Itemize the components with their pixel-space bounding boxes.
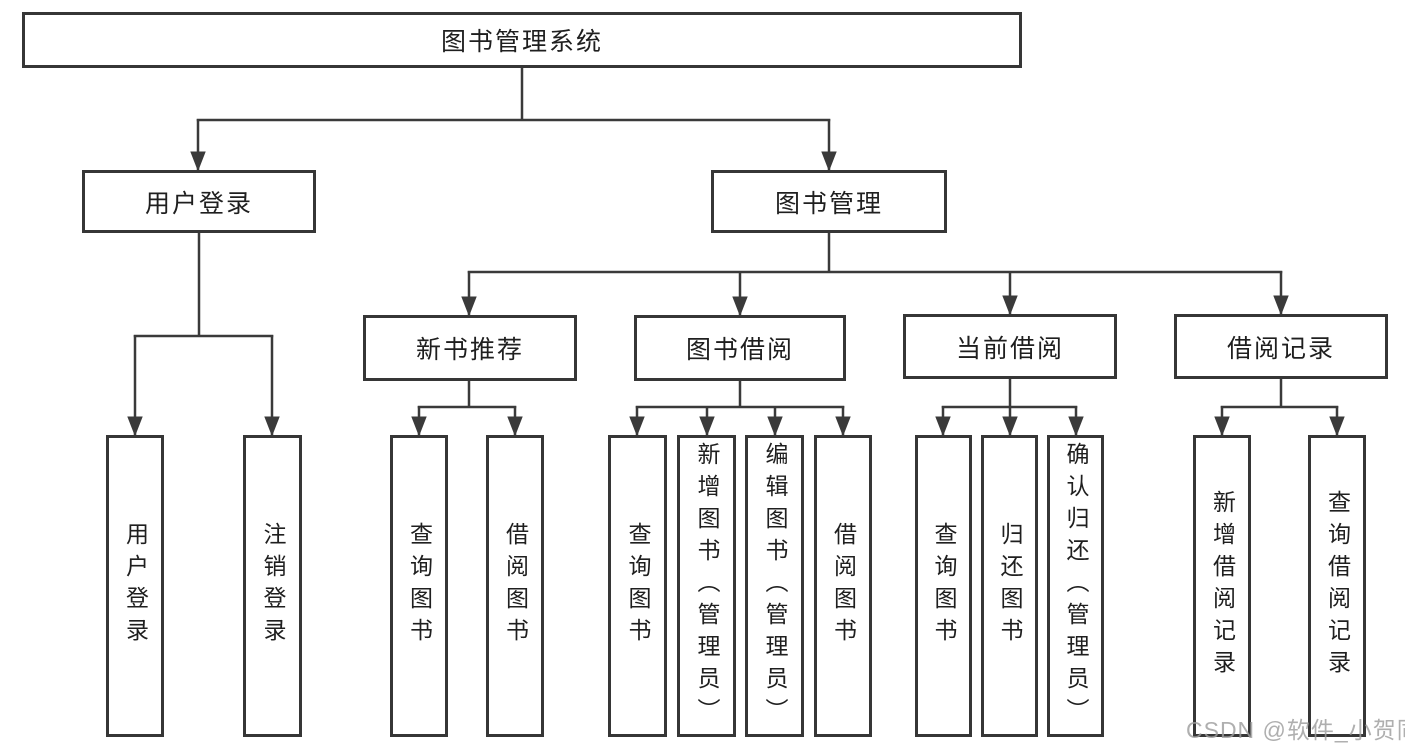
node-leaf-return-book-label: 归还图书 xyxy=(997,522,1023,650)
node-leaf-edit-book-label: 编辑图书（管理员） xyxy=(762,442,788,730)
node-new-book-rec: 新书推荐 xyxy=(363,315,577,381)
node-leaf-add-book-label: 新增图书（管理员） xyxy=(694,442,720,730)
edge-book-borrow-split xyxy=(635,381,845,409)
node-leaf-borrow-book-2-label: 借阅图书 xyxy=(830,522,857,650)
edge-current-borrow-split xyxy=(941,379,1078,409)
node-user-login: 用户登录 xyxy=(82,170,316,233)
node-leaf-query-book-2: 查询图书 xyxy=(608,435,667,737)
node-leaf-logout-label: 注销登录 xyxy=(260,522,286,650)
node-leaf-add-book: 新增图书（管理员） xyxy=(677,435,736,737)
node-leaf-edit-book: 编辑图书（管理员） xyxy=(745,435,804,737)
node-leaf-user-login: 用户登录 xyxy=(106,435,164,737)
node-new-book-rec-label: 新书推荐 xyxy=(415,336,524,364)
node-borrow-records-label: 借阅记录 xyxy=(1226,334,1335,363)
edge-borrow-records-split xyxy=(1220,379,1339,409)
node-leaf-confirm-return: 确认归还（管理员） xyxy=(1047,435,1104,737)
node-book-borrow-label: 图书借阅 xyxy=(685,336,794,364)
node-leaf-query-record-label: 查询借阅记录 xyxy=(1324,490,1351,682)
node-book-mgmt-label: 图书管理 xyxy=(774,189,883,218)
node-leaf-confirm-return-label: 确认归还（管理员） xyxy=(1063,442,1089,730)
node-current-borrow: 当前借阅 xyxy=(903,314,1117,379)
edge-user-login-split xyxy=(133,233,274,338)
node-leaf-query-record: 查询借阅记录 xyxy=(1308,435,1366,737)
node-leaf-query-book-1: 查询图书 xyxy=(390,435,448,737)
node-root-system: 图书管理系统 xyxy=(22,12,1022,68)
node-leaf-add-record-label: 新增借阅记录 xyxy=(1209,490,1236,682)
node-leaf-logout: 注销登录 xyxy=(243,435,302,737)
edge-new-book-split xyxy=(417,381,517,409)
node-borrow-records: 借阅记录 xyxy=(1174,314,1388,379)
edge-book-mgmt-split xyxy=(467,233,1283,274)
node-root-system-label: 图书管理系统 xyxy=(440,28,603,56)
node-leaf-query-book-2-label: 查询图书 xyxy=(625,522,651,650)
node-leaf-query-book-3: 查询图书 xyxy=(915,435,972,737)
node-book-mgmt: 图书管理 xyxy=(711,170,947,233)
edge-group xyxy=(134,68,1339,435)
node-leaf-borrow-book-1-label: 借阅图书 xyxy=(502,522,529,650)
node-leaf-borrow-book-1: 借阅图书 xyxy=(486,435,544,737)
node-leaf-borrow-book-2: 借阅图书 xyxy=(814,435,872,737)
node-leaf-user-login-label: 用户登录 xyxy=(122,522,149,650)
node-current-borrow-label: 当前借阅 xyxy=(955,334,1064,363)
node-leaf-query-book-1-label: 查询图书 xyxy=(406,522,433,650)
csdn-watermark: CSDN @软件_小贺同学 xyxy=(1186,717,1405,743)
node-leaf-query-book-3-label: 查询图书 xyxy=(931,522,957,650)
node-book-borrow: 图书借阅 xyxy=(634,315,846,381)
node-leaf-add-record: 新增借阅记录 xyxy=(1193,435,1251,737)
node-user-login-label: 用户登录 xyxy=(144,189,253,218)
node-leaf-return-book: 归还图书 xyxy=(981,435,1038,737)
edge-root-split xyxy=(196,68,831,122)
